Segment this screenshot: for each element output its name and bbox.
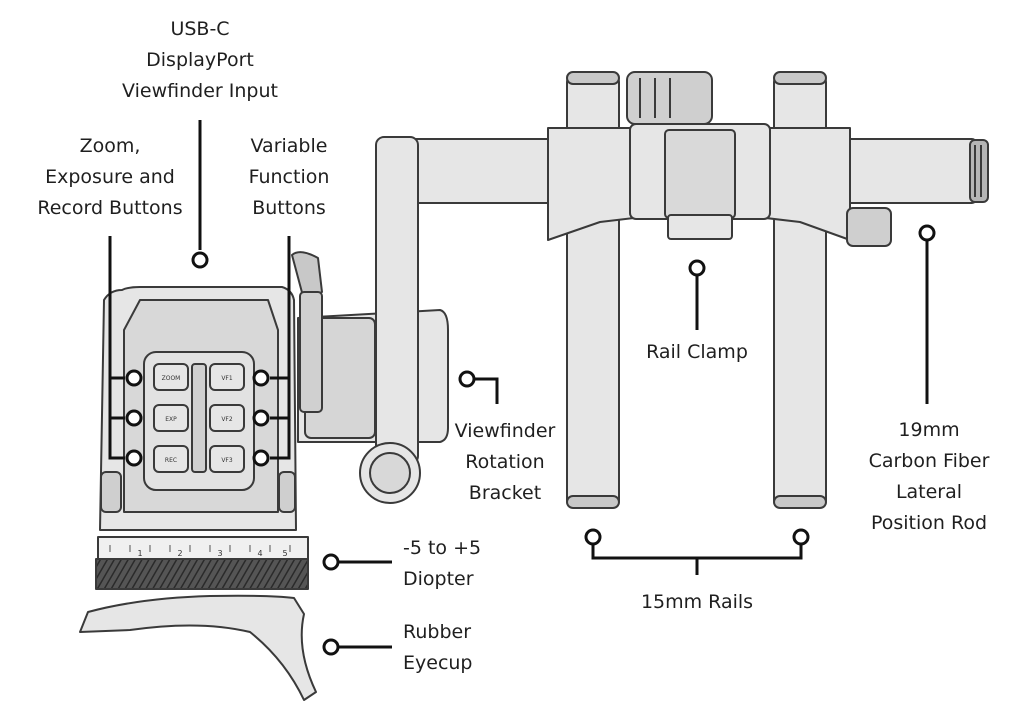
zoom-button-label: ZOOM — [162, 375, 181, 382]
button-panel — [153, 363, 245, 473]
rail-clamp — [547, 71, 892, 247]
label-line: DisplayPort — [146, 49, 254, 71]
label-15mm-rails: 15mm Rails — [617, 587, 777, 618]
diopter-ring — [95, 536, 309, 590]
vf1-button-label: VF1 — [221, 375, 233, 382]
eyecup — [79, 594, 317, 701]
label-rail-clamp: Rail Clamp — [617, 337, 777, 368]
label-line: -5 to +5 — [403, 537, 482, 559]
callout-lines — [108, 120, 929, 649]
exp-button-label: EXP — [165, 416, 177, 423]
rotation-bracket — [291, 136, 449, 504]
dial-number: 2 — [177, 549, 182, 558]
label-line: Carbon Fiber — [868, 450, 990, 472]
callout-dots — [125, 224, 936, 656]
dial-number: 1 — [137, 549, 142, 558]
label-line: Variable — [250, 135, 328, 157]
label-lateral-rod: 19mm Carbon Fiber Lateral Position Rod — [849, 415, 1009, 539]
label-line: 15mm Rails — [640, 591, 754, 613]
label-line: Lateral — [895, 481, 963, 503]
label-line: Position Rod — [870, 512, 988, 534]
label-line: 19mm — [898, 419, 960, 441]
label-line: Rubber — [403, 621, 472, 643]
label-line: Bracket — [468, 482, 542, 504]
vf3-button-label: VF3 — [221, 457, 233, 464]
label-diopter: -5 to +5 Diopter — [403, 533, 523, 595]
label-line: Function — [248, 166, 330, 188]
vf2-button-label: VF2 — [221, 416, 233, 423]
label-zoom-exposure-record: Zoom, Exposure and Record Buttons — [20, 131, 200, 224]
label-rotation-bracket: Viewfinder Rotation Bracket — [440, 416, 570, 509]
label-line: Exposure and — [45, 166, 175, 188]
label-line: Zoom, — [79, 135, 141, 157]
label-variable-function: Variable Function Buttons — [228, 131, 350, 224]
dial-number: 5 — [282, 549, 287, 558]
label-line: Viewfinder Input — [122, 80, 278, 102]
label-line: Eyecup — [403, 652, 473, 674]
label-line: Viewfinder — [454, 420, 556, 442]
label-line: Rotation — [465, 451, 545, 473]
dial-number: 3 — [217, 549, 222, 558]
label-usb-c-input: USB-C DisplayPort Viewfinder Input — [103, 14, 297, 107]
dial-ticks — [109, 545, 291, 552]
label-line: Rail Clamp — [646, 341, 748, 363]
rec-button-label: REC — [165, 457, 177, 464]
label-rubber-eyecup: Rubber Eyecup — [403, 617, 523, 679]
dial-number: 4 — [257, 549, 262, 558]
label-line: USB-C — [170, 18, 230, 40]
label-line: Diopter — [403, 568, 474, 590]
label-line: Record Buttons — [37, 197, 183, 219]
label-line: Buttons — [252, 197, 326, 219]
